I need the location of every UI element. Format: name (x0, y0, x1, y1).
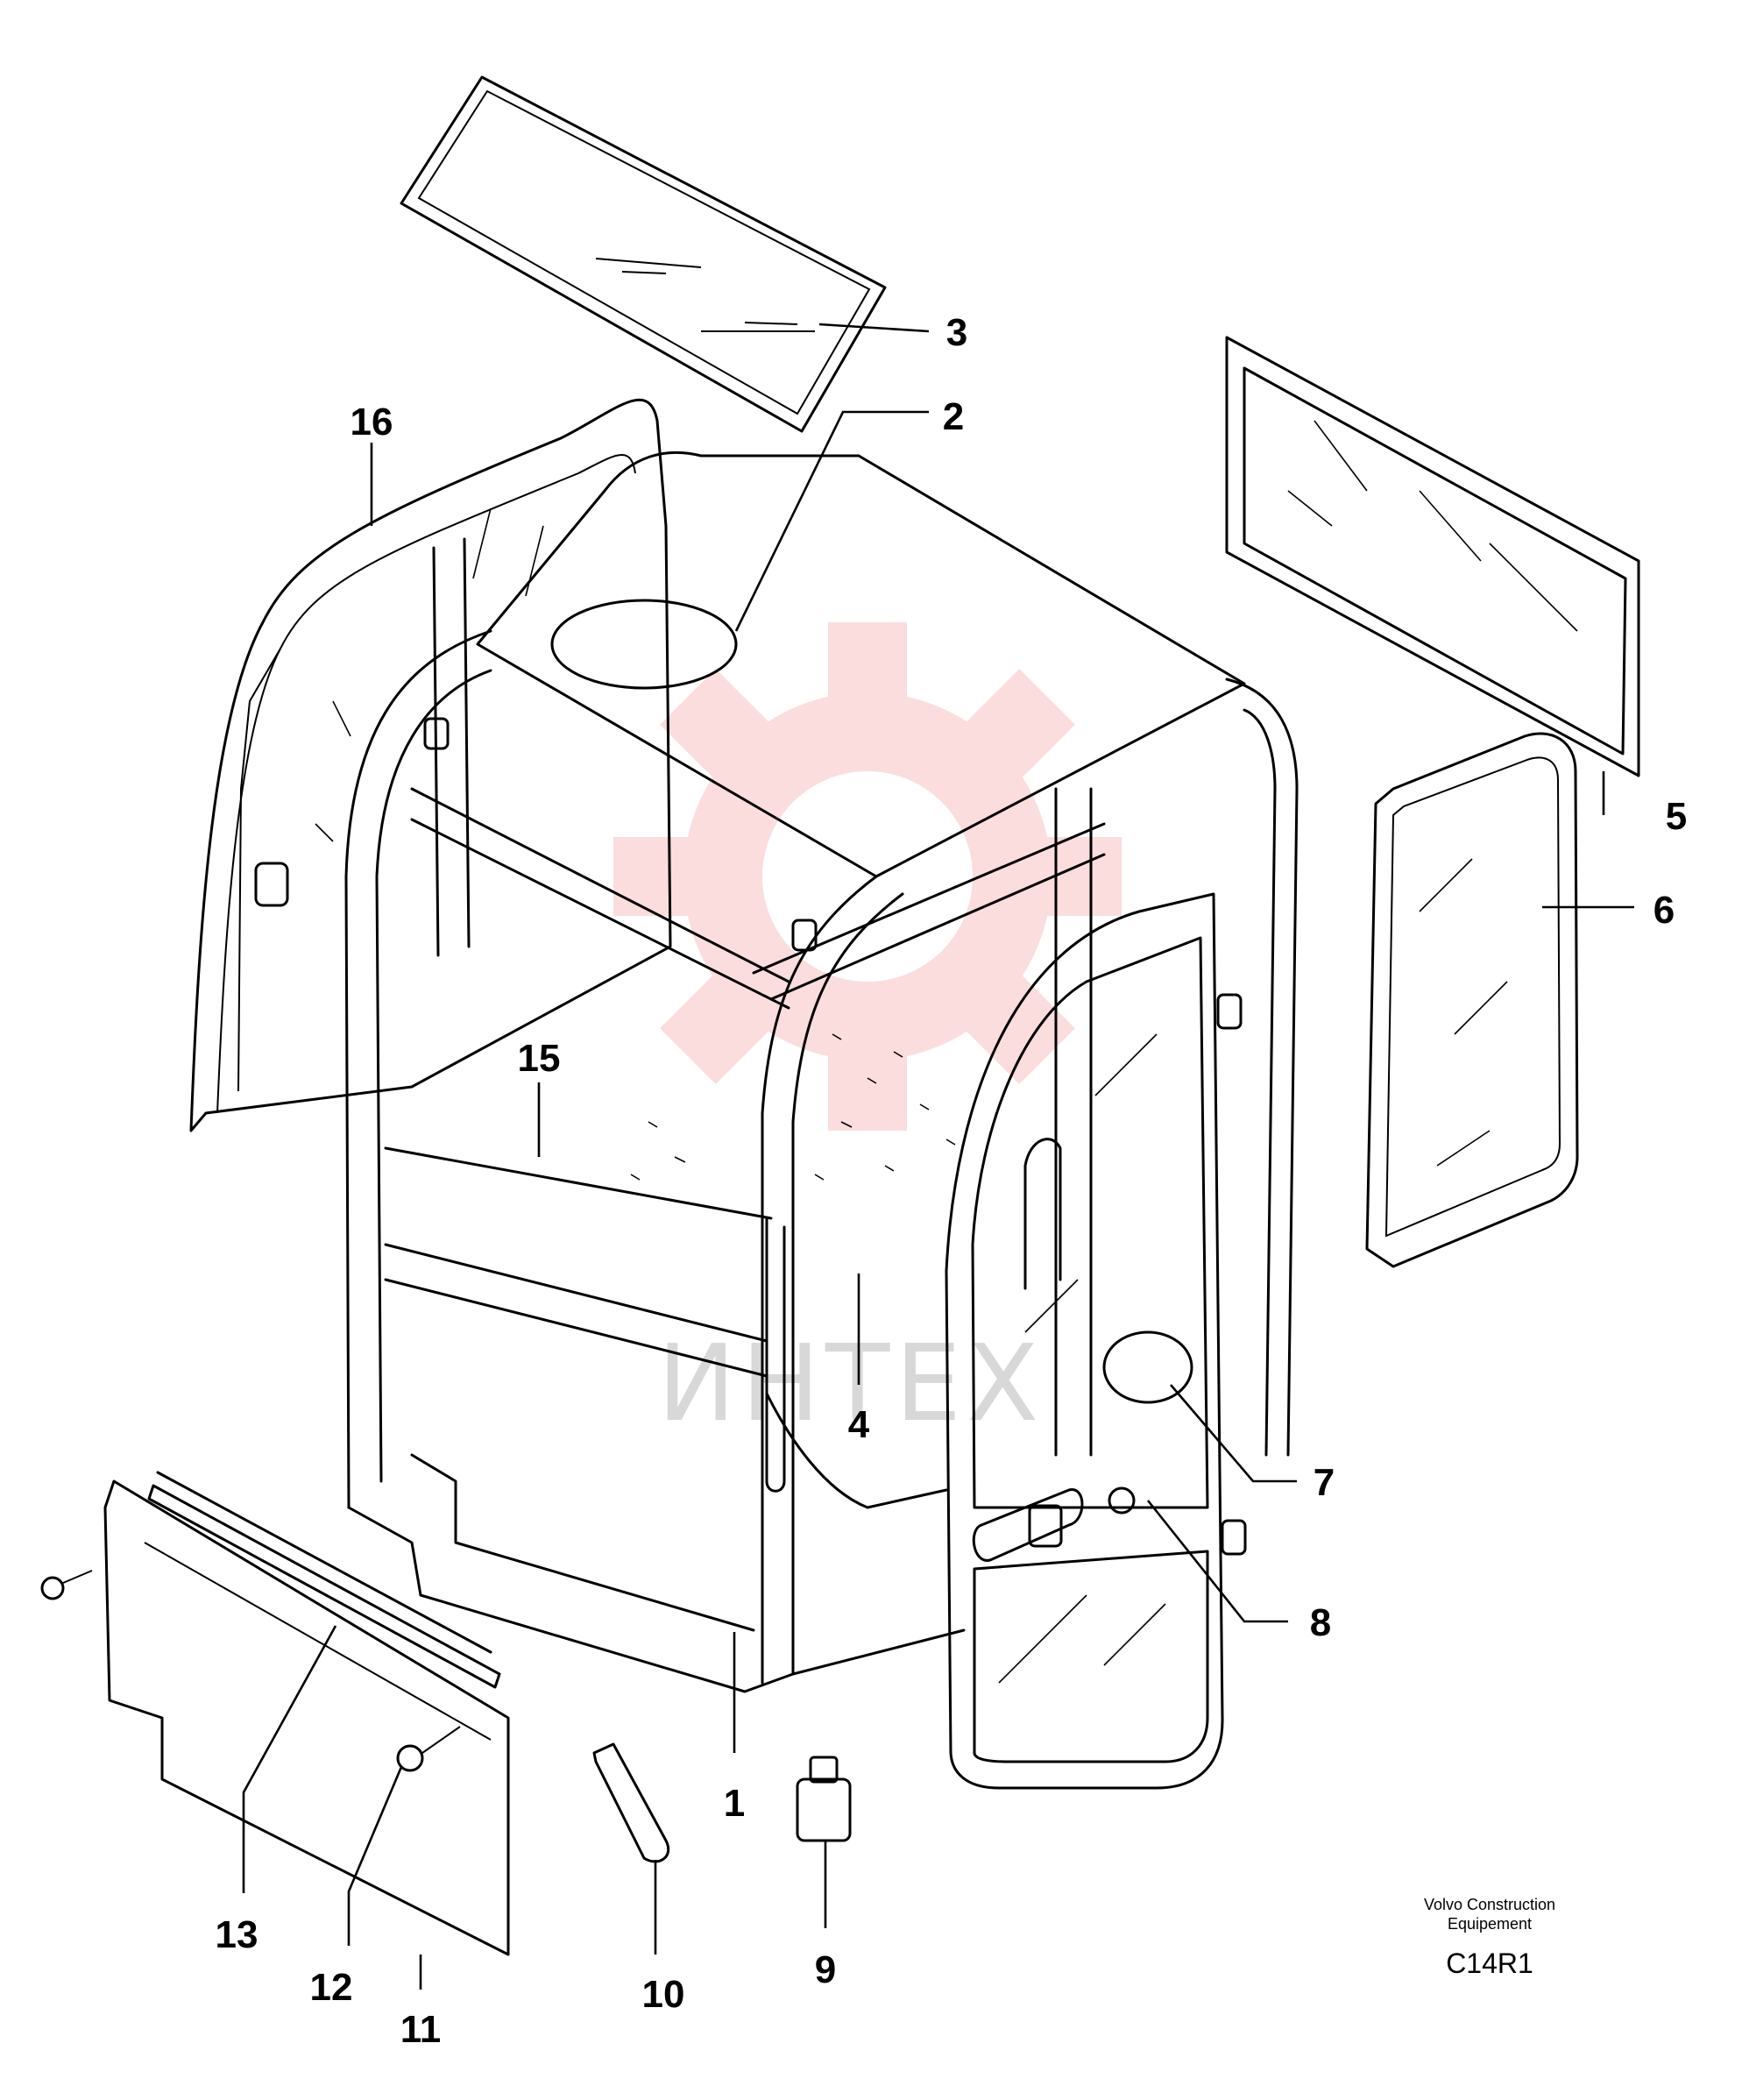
org-name-line1: Volvo Construction (1423, 1896, 1556, 1913)
hammer-part (592, 1742, 669, 1863)
callout-11: 11 (400, 2008, 442, 2051)
cab-frame-part (344, 451, 1299, 1693)
callout-3: 3 (946, 311, 967, 354)
leader-lines (242, 323, 1634, 1990)
bolt-part (40, 1570, 93, 1600)
gear-icon (613, 622, 1122, 1131)
door-lock-part (1108, 1486, 1136, 1515)
callout-2: 2 (943, 395, 964, 438)
callout-10: 10 (642, 1973, 685, 2016)
watermark-logo (613, 622, 1122, 1131)
callout-6: 6 (1653, 889, 1675, 932)
seal-strip-part (147, 1471, 501, 1689)
callout-16: 16 (351, 401, 393, 443)
callout-8: 8 (1310, 1601, 1331, 1644)
roof-hatch-part (550, 599, 738, 690)
knob-part (796, 1756, 852, 1842)
callout-9: 9 (815, 1948, 836, 1991)
callout-7: 7 (1314, 1461, 1335, 1504)
callout-15: 15 (518, 1037, 561, 1080)
door-part (945, 892, 1247, 1790)
diagram-code: C14R1 (1446, 1947, 1533, 1979)
nut-part (396, 1726, 461, 1772)
right-upper-window-part (1225, 336, 1640, 777)
diagram-footer: Volvo Construction Equipement C14R1 (1332, 1895, 1647, 1981)
callout-13: 13 (216, 1913, 258, 1956)
callout-5: 5 (1666, 795, 1687, 838)
left-side-window-part (189, 398, 672, 1132)
right-side-window-part (1365, 732, 1579, 1268)
callout-1: 1 (724, 1782, 745, 1825)
speaker-part (1102, 1330, 1193, 1404)
callout-labels: 1 2 3 4 5 6 7 8 9 10 11 12 13 15 16 (216, 311, 1688, 2051)
callout-12: 12 (310, 1966, 353, 2009)
floor-plate-part (103, 1479, 510, 1956)
callout-4: 4 (848, 1403, 870, 1446)
org-name-line2: Equipement (1447, 1915, 1533, 1933)
roof-glass-part (400, 75, 887, 433)
